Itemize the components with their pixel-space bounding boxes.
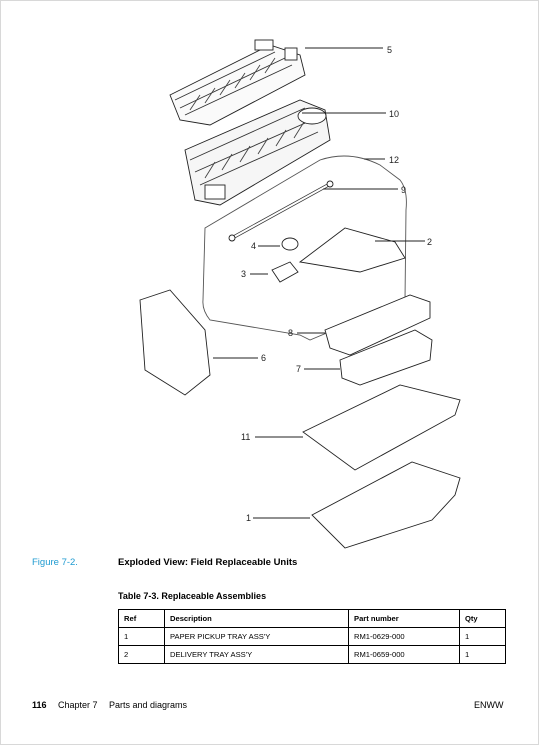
- table-title: Table 7-3. Replaceable Assemblies: [118, 591, 267, 601]
- column-header-part-number: Part number: [348, 609, 460, 628]
- cell-ref: 1: [118, 627, 165, 646]
- callout-2: 2: [427, 237, 433, 247]
- part-9-roller: [228, 180, 334, 242]
- callout-1: 1: [246, 513, 252, 523]
- cell-ref: 2: [118, 645, 165, 664]
- callout-6: 6: [261, 353, 267, 363]
- cell-description: PAPER PICKUP TRAY ASS'Y: [164, 627, 349, 646]
- footer-chapter: Chapter 7: [58, 700, 98, 710]
- part-1-pickup-tray: [311, 461, 461, 549]
- part-11-paper-tray: [302, 384, 461, 471]
- part-4-pickup-roller: [281, 237, 299, 251]
- part-2-delivery-tray: [298, 227, 406, 273]
- printer-body-outline: [202, 155, 407, 341]
- part-3-separation-pad: [271, 261, 299, 283]
- figure-caption: Exploded View: Field Replaceable Units: [118, 557, 298, 568]
- callout-10: 10: [389, 109, 400, 119]
- callout-5: 5: [387, 45, 393, 55]
- callout-7: 7: [296, 364, 302, 374]
- part-7-power-supply: [339, 329, 433, 386]
- callout-3: 3: [241, 269, 247, 279]
- table-header-row: Ref Description Part number Qty: [118, 609, 506, 628]
- column-header-ref: Ref: [118, 609, 165, 628]
- column-header-description: Description: [164, 609, 349, 628]
- table-row: 1 PAPER PICKUP TRAY ASS'Y RM1-0629-000 1: [118, 627, 506, 646]
- part-5-upper-assembly: [169, 39, 306, 126]
- callout-11: 11: [241, 432, 251, 442]
- footer-page-number: 116: [32, 700, 47, 710]
- part-10-fuser-assembly: [184, 99, 331, 206]
- footer-document-code: ENWW: [474, 700, 504, 710]
- callout-9: 9: [401, 185, 407, 195]
- cell-qty: 1: [459, 627, 506, 646]
- cell-qty: 1: [459, 645, 506, 664]
- callout-4: 4: [251, 241, 257, 251]
- part-6-formatter: [139, 289, 211, 396]
- part-8-controller-board: [324, 294, 431, 356]
- cell-part-number: RM1-0659-000: [348, 645, 460, 664]
- replaceable-assemblies-table: Ref Description Part number Qty 1 PAPER …: [118, 609, 506, 664]
- table-row: 2 DELIVERY TRAY ASS'Y RM1-0659-000 1: [118, 645, 506, 664]
- figure-label: Figure 7-2.: [32, 557, 78, 568]
- callout-8: 8: [288, 328, 294, 338]
- column-header-qty: Qty: [459, 609, 506, 628]
- cell-part-number: RM1-0629-000: [348, 627, 460, 646]
- exploded-view-diagram: [139, 39, 461, 549]
- footer-section-title: Parts and diagrams: [109, 700, 188, 710]
- cell-description: DELIVERY TRAY ASS'Y: [164, 645, 349, 664]
- callout-12: 12: [389, 155, 400, 165]
